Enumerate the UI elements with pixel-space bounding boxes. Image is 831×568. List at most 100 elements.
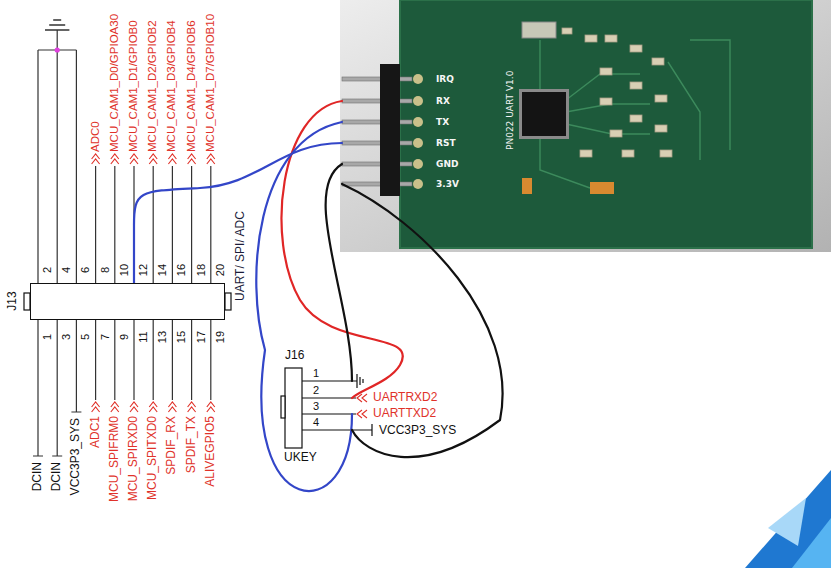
pin-number: 3 [313,400,319,413]
smd-component [600,68,612,75]
signal-name: ALIVEGPIO5 [204,416,218,487]
corner-decoration [745,470,831,568]
smd-component [585,35,597,42]
pin-number: 5 [79,334,92,340]
signal-name: UARTRXD2 [372,391,438,405]
smd-component [605,35,617,42]
corner-decoration [745,470,831,568]
solder-pad [413,117,423,127]
pin-label: RST [436,138,456,148]
smd-component [652,58,664,65]
smd-component [630,82,642,89]
pin-number: 16 [175,264,188,276]
signal-name: SPDIF_TX [185,416,199,473]
smd-component [630,45,642,52]
ground-symbol [55,47,60,52]
capacitor [522,178,532,194]
j16-connector [302,374,372,436]
pin-number: 9 [117,334,130,340]
pin-number: 6 [79,267,92,273]
uart-module-photo [340,0,831,252]
header-pin [342,141,412,145]
header-pin [342,120,412,124]
signal-name: DCIN [50,462,64,491]
signal-name: MCU_CAM1_D0/GPIOA30 [108,14,121,152]
smd-component [562,28,672,157]
port-chevron [357,394,367,418]
jumper-wire [256,122,352,491]
pin-number: 10 [117,264,130,276]
pin-number: 4 [313,416,319,429]
connector-ref: J13 [6,291,20,310]
pin-label: GND [436,159,458,169]
pin-number: 2 [41,267,54,273]
pcb-trace [668,62,700,160]
pcb-trace [540,136,590,188]
j13-tab [225,293,231,310]
signal-name: MCU_CAM1_D4/GPIOB6 [185,20,198,152]
signal-name: MCU_CAM1_D3/GPIOB4 [166,20,179,152]
uart-module-photo [340,0,831,252]
connector-function: UART/ SPI/ ADC [234,211,248,301]
port-chevron [92,154,215,164]
signal-name: VCC3P3_SYS [69,418,83,495]
pin-label: RX [436,96,450,106]
header-pin [342,162,412,166]
chip [522,92,566,136]
connector-ref: J16 [285,349,304,363]
signal-name: MCU_CAM1_D1/GPIOB0 [127,20,140,152]
pin-number: 7 [98,334,111,340]
signal-name: MCU_CAM1_D7/GPIOB10 [204,14,217,152]
corner-decoration [768,498,806,546]
port-chevron [92,402,215,412]
jumper-wire [342,184,503,457]
pin-number: 3 [60,334,73,340]
pin-number: 1 [41,334,54,340]
board-marking: PN022 UART V1.0 [505,71,515,150]
solder-pad [413,159,423,169]
pin-number: 1 [313,367,319,380]
header-housing [380,64,400,196]
j16-connector [281,396,285,418]
pin-number: 11 [137,331,150,342]
pin-number: 15 [175,331,188,343]
uart-module-photo [400,0,812,248]
crystal [522,22,556,38]
smd-component [562,28,572,34]
jumper-wire [326,164,352,381]
pin-number: 17 [194,331,207,343]
pin-number: 18 [194,264,207,276]
pin-label: IRQ [436,74,454,84]
pcb-trace [566,124,650,134]
connector-name: UKEY [284,451,317,465]
pcb-trace [690,40,730,150]
ground-symbol [45,20,69,53]
pin-number: 14 [156,264,169,276]
header-pin [342,77,412,186]
smd-component [610,130,622,137]
pin-number: 2 [313,384,319,397]
header-pin [342,77,412,81]
pcb-trace [539,40,540,92]
j16-connector [281,368,372,448]
header-pin [342,99,412,103]
solder-pad [413,179,423,189]
signal-name: MCU_SPIFRM0 [108,416,122,502]
j13-pin-line [38,30,76,283]
signal-name: MCU_SPITXD0 [146,416,160,500]
signal-name: ADC1 [89,416,103,448]
solder-pad [413,138,423,148]
smd-component [630,115,642,122]
smd-component [600,98,612,105]
pcb-trace [566,74,640,100]
capacitor [590,182,614,194]
connector-j13: J13UART/ SPI/ ADC [30,283,225,320]
signal-name: DCIN [31,462,45,491]
pin-label: TX [436,117,449,127]
signal-name: SPDIF_RX [165,416,179,475]
smd-component [660,150,672,157]
pin-label: 3.3V [436,179,459,189]
signal-name: MCU_SPIRXD0 [127,416,141,501]
signal-name: ADC0 [89,121,102,152]
